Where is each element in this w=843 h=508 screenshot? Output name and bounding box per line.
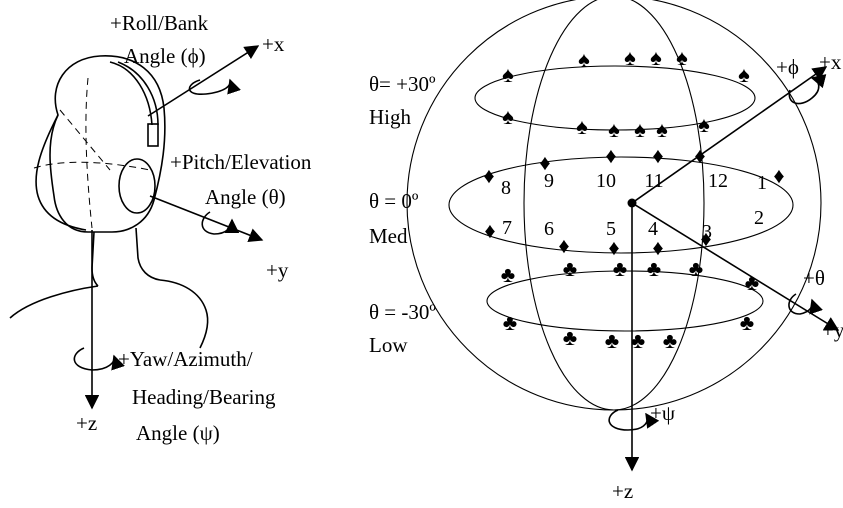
low-marker: ♣: [503, 310, 517, 335]
med-marker: ♦: [608, 235, 619, 260]
low-marker: ♣: [740, 310, 754, 335]
position-number-6: 6: [544, 218, 554, 240]
high-marker: ♠: [578, 47, 590, 72]
low-marker: ♣: [689, 256, 703, 281]
position-number-5: 5: [606, 218, 616, 240]
pitch-rotation-arrow: [201, 211, 240, 235]
med-label: Med: [369, 224, 408, 248]
psi-rotation-arrow: [608, 409, 660, 431]
sphere-x-axis: [631, 66, 828, 204]
y-axis-label: +y: [266, 258, 289, 282]
high-marker: ♠: [634, 117, 646, 142]
pitch-label: +Pitch/Elevation: [170, 150, 312, 174]
low-marker: ♣: [631, 328, 645, 353]
sphere-y-axis-label: +y: [822, 318, 843, 342]
sphere-z-axis-label: +z: [612, 479, 633, 503]
med-marker: ♦: [558, 233, 569, 258]
high-marker: ♠: [576, 114, 588, 139]
high-marker: ♠: [608, 117, 620, 142]
med-ring: [448, 156, 794, 254]
head-illustration: [9, 55, 209, 349]
med-marker: ♦: [700, 226, 711, 251]
yaw-angle-label: Angle (ψ): [136, 421, 220, 445]
head-x-axis: [147, 45, 260, 117]
low-marker: ♣: [605, 328, 619, 353]
sphere: [406, 0, 822, 411]
med-marker: ♦: [694, 143, 705, 168]
sphere-y-axis: [631, 202, 840, 331]
psi-label: +ψ: [650, 401, 675, 425]
med-marker: ♦: [652, 235, 663, 260]
med-marker: ♦: [773, 163, 784, 188]
position-number-11: 11: [644, 170, 663, 192]
head-y-axis: [149, 195, 264, 242]
low-marker: ♣: [563, 325, 577, 350]
phi-label: +ϕ: [776, 55, 799, 79]
high-marker: ♠: [502, 62, 514, 87]
position-number-3: 3: [702, 221, 712, 243]
sphere-meridian: [523, 0, 705, 411]
high-marker: ♠: [738, 62, 750, 87]
high-marker: ♠: [624, 45, 636, 70]
high-marker: ♠: [502, 104, 514, 129]
med-elevation-label: θ = 0º: [369, 189, 419, 213]
position-number-7: 7: [502, 217, 512, 239]
theta-label: +θ: [803, 266, 825, 290]
low-marker: ♣: [647, 256, 661, 281]
position-number-2: 2: [754, 207, 764, 229]
position-number-1: 1: [757, 172, 767, 194]
theta-rotation-arrow: [788, 293, 823, 315]
high-ring: [474, 65, 756, 131]
position-markers: ♠♠♠♠♠♠♠♠♠♠♠♠♦♦♦♦♦♦♦♦♦♦♦♣♣♣♣♣♣♣♣♣♣♣♣12345…: [483, 45, 784, 353]
high-marker: ♠: [698, 112, 710, 137]
low-marker: ♣: [501, 262, 515, 287]
position-number-4: 4: [648, 218, 658, 240]
heading-label: Heading/Bearing: [132, 385, 276, 409]
sphere-origin: [627, 198, 637, 208]
position-number-8: 8: [501, 177, 511, 199]
roll-label: +Roll/Bank: [110, 11, 209, 35]
yaw-label: +Yaw/Azimuth/: [118, 347, 253, 371]
phi-rotation-arrow: [788, 74, 827, 105]
sphere-x-axis-label: +x: [819, 50, 842, 74]
high-label: High: [369, 105, 412, 129]
med-marker: ♦: [652, 143, 663, 168]
high-marker: ♠: [676, 45, 688, 70]
med-marker: ♦: [539, 150, 550, 175]
high-elevation-label: θ= +30º: [369, 72, 436, 96]
med-marker: ♦: [484, 218, 495, 243]
x-axis-label: +x: [262, 32, 285, 56]
roll-angle-label: Angle (ϕ): [124, 44, 206, 68]
position-number-12: 12: [708, 170, 728, 192]
low-label: Low: [369, 333, 408, 357]
high-marker: ♠: [650, 45, 662, 70]
low-ring: [486, 270, 764, 332]
low-marker: ♣: [563, 256, 577, 281]
low-marker: ♣: [745, 270, 759, 295]
pitch-angle-label: Angle (θ): [205, 185, 286, 209]
yaw-rotation-arrow: [73, 347, 125, 371]
med-marker: ♦: [483, 163, 494, 188]
low-marker: ♣: [663, 328, 677, 353]
position-number-9: 9: [544, 170, 554, 192]
med-marker: ♦: [605, 143, 616, 168]
position-number-10: 10: [596, 170, 616, 192]
z-axis-label: +z: [76, 411, 97, 435]
low-elevation-label: θ = -30º: [369, 300, 436, 324]
high-marker: ♠: [656, 117, 668, 142]
low-marker: ♣: [613, 256, 627, 281]
roll-rotation-arrow: [188, 78, 241, 95]
